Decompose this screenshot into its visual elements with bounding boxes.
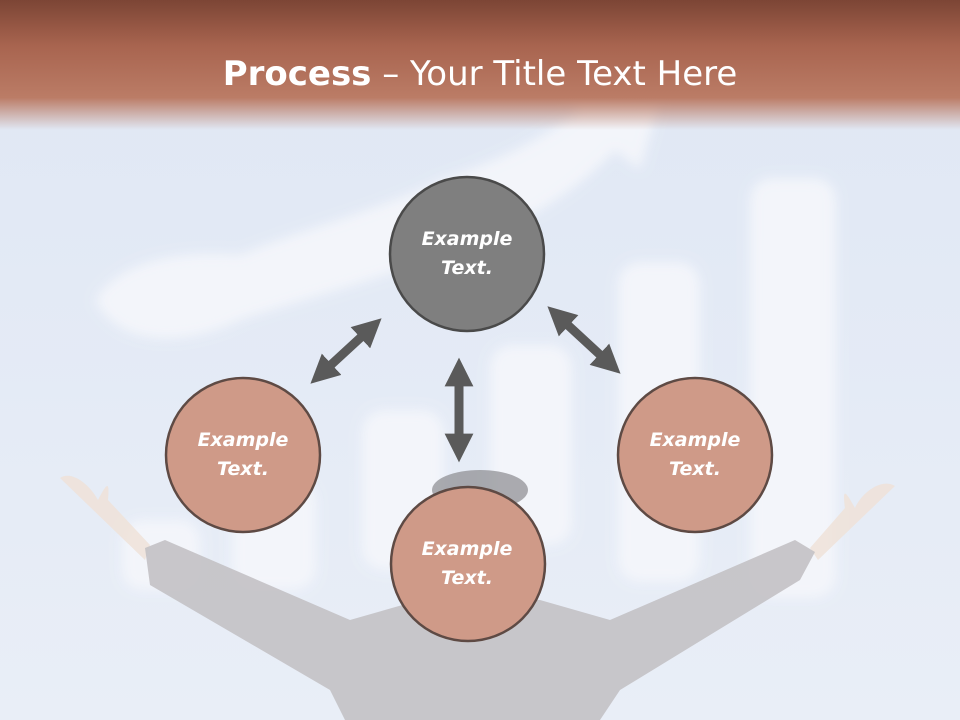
node-line2: Text.: [669, 458, 721, 480]
node-line2: Text.: [441, 567, 493, 589]
node-circle-right: [616, 376, 774, 534]
title-bold: Process: [222, 54, 372, 94]
node-label-left: Example Text.: [168, 426, 318, 484]
double-arrow-icon: [310, 318, 382, 384]
title-band: [0, 0, 960, 130]
node-circle-bottom: [389, 485, 547, 643]
node-line1: Example: [421, 228, 513, 250]
node-label-right: Example Text.: [620, 426, 770, 484]
node-line1: Example: [421, 538, 513, 560]
node-circle-left: [164, 376, 322, 534]
node-line2: Text.: [217, 458, 269, 480]
node-label-top: Example Text.: [392, 225, 542, 283]
node-label-bottom: Example Text.: [392, 535, 542, 593]
title-rest: – Your Title Text Here: [371, 54, 738, 94]
connector-arrows: [310, 306, 621, 463]
node-line2: Text.: [441, 257, 493, 279]
double-arrow-icon: [547, 306, 621, 374]
node-circle-top: [388, 175, 546, 333]
node-line1: Example: [197, 429, 289, 451]
slide-title: Process – Your Title Text Here: [0, 52, 960, 96]
node-line1: Example: [649, 429, 741, 451]
